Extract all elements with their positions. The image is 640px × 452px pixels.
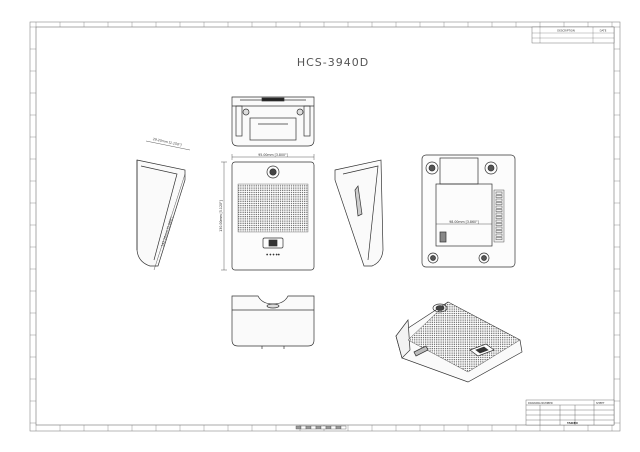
inner-frame [35,26,615,426]
rev-col-date: DATE [600,29,607,33]
svg-text:• • • ••: • • • •• [266,253,280,257]
right-side-view [334,159,384,267]
isometric-view [395,301,523,383]
scale-bar [295,425,347,430]
top-view [231,96,315,147]
outer-frame [29,21,621,432]
front-height-dim: 130.00mm [5.120"] [219,200,223,231]
frame-ticks [30,22,620,431]
speaker-grille [237,183,309,233]
rev-col-description: DESCRIPTION [557,29,575,33]
title-block-sheet: SHEET [596,401,605,405]
side-top-dim: 29.20mm [1.150"] [152,137,182,147]
revision-table: DESCRIPTION DATE [531,26,615,44]
title-block [525,399,615,426]
title-block-drawn: DRAWING NUMBER [528,401,553,405]
front-view: • • • •• [221,154,315,271]
left-side-view [136,140,191,271]
drawing-title: HCS-3940D [297,56,369,69]
back-width-dim: 98.00mm [3.860"] [449,220,478,224]
bottom-view [421,154,516,268]
rear-view [231,295,315,349]
title-block-logo: TAIDEN [567,421,578,425]
front-width-dim: 95.00mm [3.800"] [258,153,287,157]
